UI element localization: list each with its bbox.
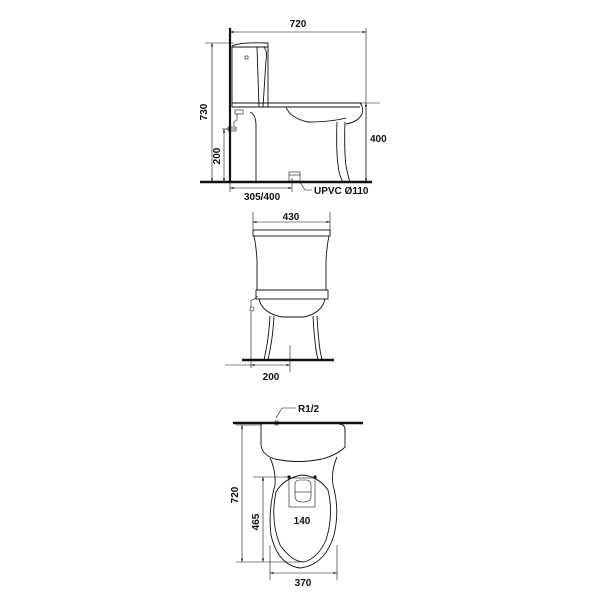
- top-view: R1/2 720 465 140 370: [230, 404, 363, 589]
- flush-button-icon: [244, 55, 249, 60]
- seat-height-400-label: 400: [370, 134, 387, 145]
- leader-upvc: UPVC Ø110: [299, 181, 369, 197]
- bolt-spacing-140-label: 140: [294, 516, 311, 527]
- bowl-width-370-label: 370: [295, 578, 312, 589]
- outlet-hole-icon: [294, 479, 312, 503]
- leader-r12: R1/2: [275, 404, 320, 419]
- dim-200-front: 200: [225, 345, 291, 383]
- bowl-top: [269, 456, 338, 569]
- dim-200-side: 200: [212, 128, 230, 182]
- cistern-top: [260, 420, 346, 462]
- outlet-side: [288, 171, 301, 182]
- inlet-valve-front: [249, 295, 259, 368]
- front-view: 430 200: [225, 212, 334, 383]
- inlet-thread-label: R1/2: [298, 404, 320, 415]
- dim-465: 465: [251, 476, 289, 562]
- dim-720-top: 720: [230, 424, 300, 563]
- tank-width-430-label: 430: [283, 212, 300, 223]
- inlet-thread-marker: [274, 420, 279, 426]
- bolt-depth-465-label: 465: [251, 513, 262, 530]
- dim-400: 400: [360, 102, 387, 182]
- side-view: 720 730 400 200 305/400 U: [199, 19, 387, 203]
- cistern-front: [252, 229, 331, 300]
- bowl-front: [258, 298, 326, 361]
- dim-730: 730: [199, 42, 234, 182]
- dim-140: 140: [294, 516, 311, 527]
- inlet-valve-side: [226, 109, 244, 132]
- bowl-side: [232, 102, 364, 183]
- bolt-area: [288, 477, 316, 508]
- dim-370: 370: [269, 545, 338, 589]
- dim-430: 430: [252, 212, 331, 232]
- cistern-side: [231, 42, 269, 108]
- outlet-distance-label: 305/400: [244, 192, 281, 203]
- inlet-height-200-label: 200: [212, 147, 223, 164]
- width-720-label: 720: [290, 19, 307, 30]
- depth-720-label: 720: [230, 486, 241, 503]
- dim-305-400: 305/400: [229, 178, 293, 203]
- height-730-label: 730: [199, 103, 210, 120]
- outlet-pipe-label: UPVC Ø110: [314, 186, 369, 197]
- bolt-right: [313, 475, 317, 479]
- inlet-offset-200-label: 200: [263, 372, 280, 383]
